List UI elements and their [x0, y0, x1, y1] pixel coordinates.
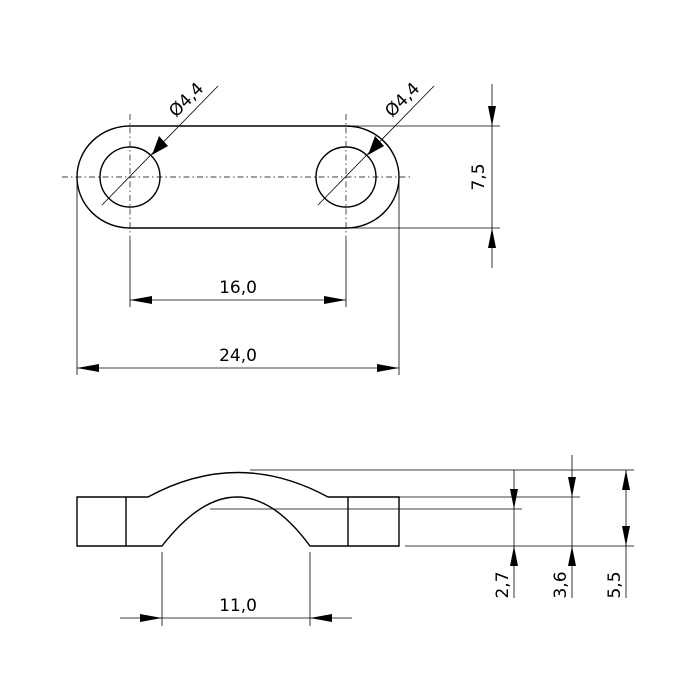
arrow-pitch-left — [130, 296, 152, 304]
leader-arrow-left — [152, 136, 168, 155]
dim-a-label: 2,7 — [493, 571, 513, 598]
dia-left-label: Ø4,4 — [165, 79, 208, 122]
dim-b-label: 3,6 — [551, 571, 571, 598]
top-view: Ø4,4 Ø4,4 7,5 16,0 24,0 — [62, 79, 500, 375]
length-label: 24,0 — [219, 346, 257, 366]
arrow-b-top — [568, 477, 576, 497]
dim-c-label: 5,5 — [605, 571, 625, 598]
arrow-pitch-right — [324, 296, 346, 304]
arrow-a-top — [510, 489, 518, 509]
pitch-label: 16,0 — [219, 278, 257, 298]
arrow-arch-left — [140, 614, 162, 622]
arrow-c-bottom — [622, 526, 630, 546]
arrow-length-right — [377, 364, 399, 372]
arrow-a-bottom — [510, 546, 518, 566]
arrow-b-bottom — [568, 546, 576, 566]
arrow-length-left — [77, 364, 99, 372]
arrow-c-top — [622, 470, 630, 490]
side-view: 2,7 3,6 5,5 11,0 — [76, 455, 634, 626]
arrow-arch-right — [310, 614, 332, 622]
arrow-height-top — [488, 106, 496, 126]
leader-arrow-right — [368, 136, 384, 155]
dia-right-label: Ø4,4 — [381, 79, 424, 122]
arrow-height-bottom — [488, 228, 496, 248]
height-label: 7,5 — [469, 163, 489, 190]
arch-width-label: 11,0 — [219, 596, 257, 616]
